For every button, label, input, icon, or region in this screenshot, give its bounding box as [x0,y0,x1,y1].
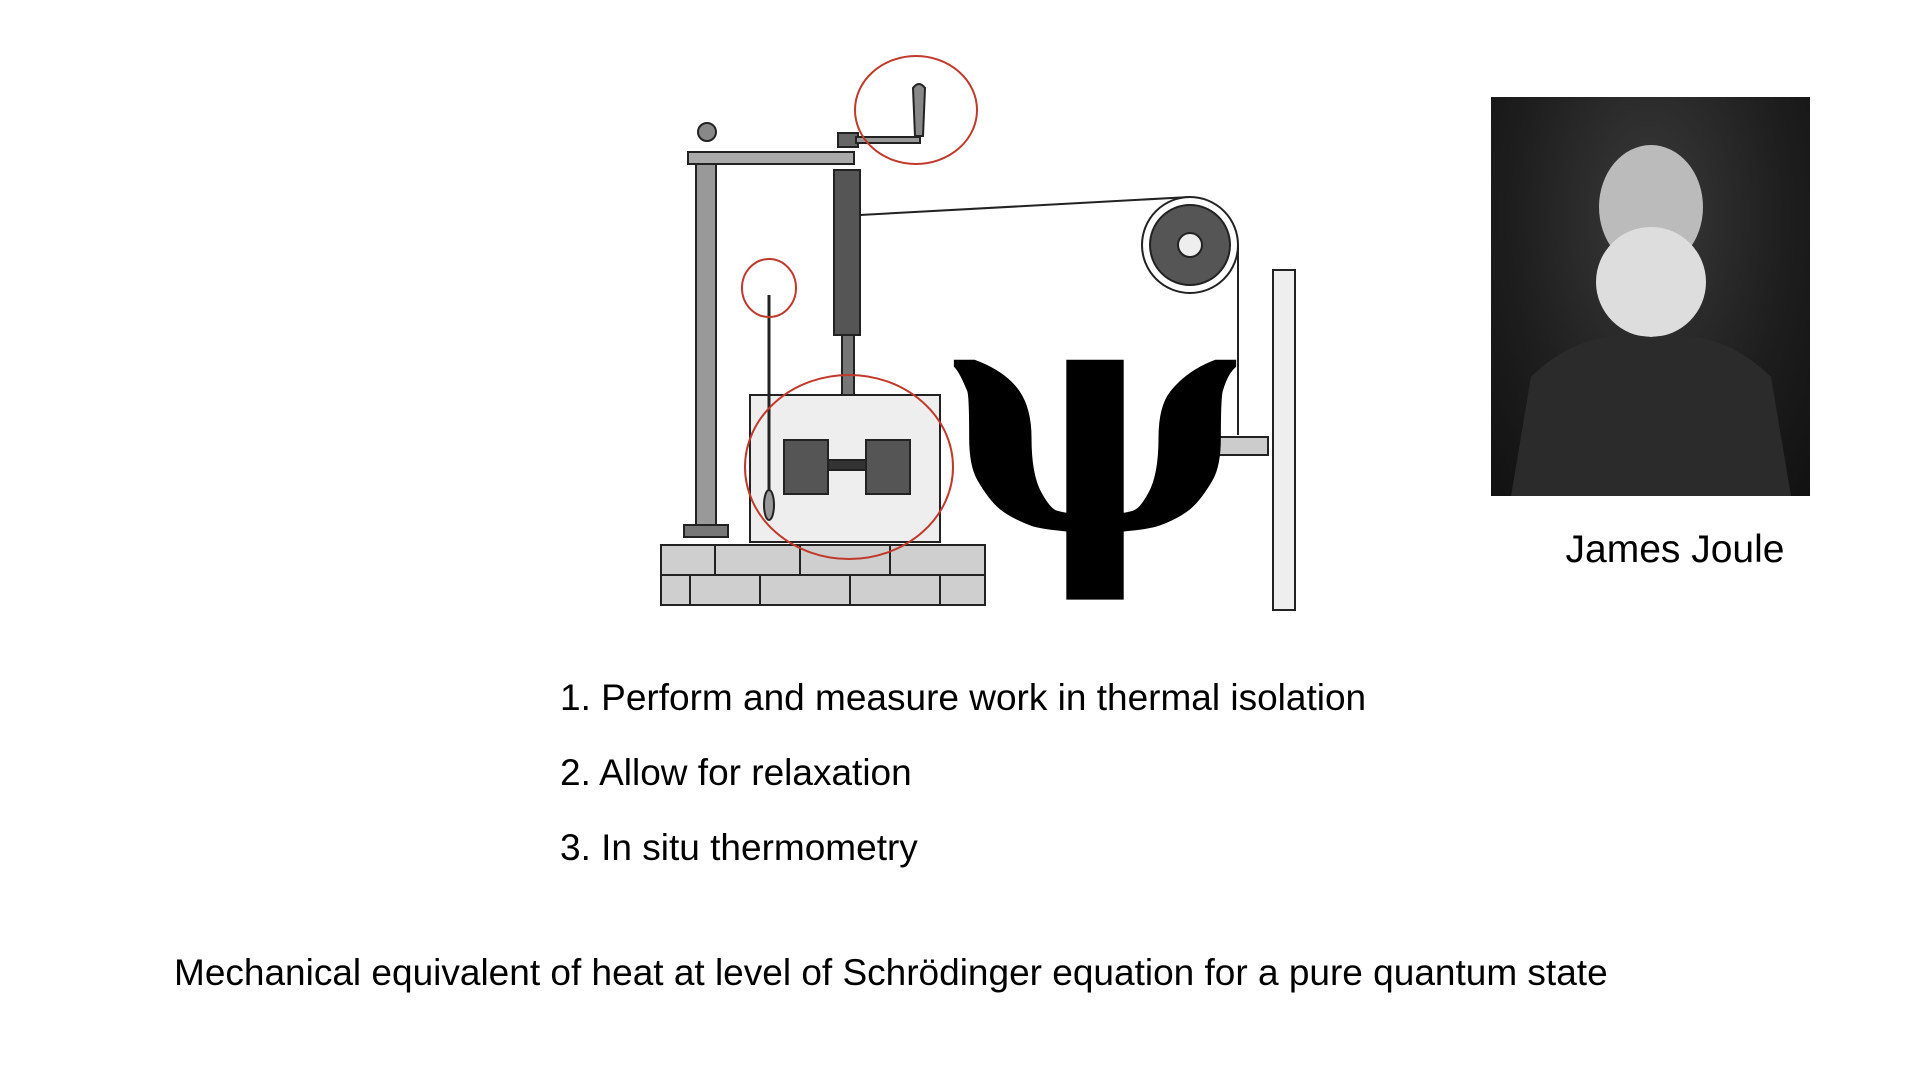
crank-highlight-circle [854,55,978,165]
portrait-caption: James Joule [1565,528,1785,571]
step-2: 2. Allow for relaxation [560,752,912,794]
highlight-circles [741,55,978,560]
psi-symbol: ψ [940,221,1251,609]
step-text: Allow for relaxation [599,752,912,793]
paddle-highlight-circle [744,374,954,560]
step-text: Perform and measure work in thermal isol… [601,677,1367,718]
step-number: 2. [560,752,591,793]
summary-text: Mechanical equivalent of heat at level o… [174,952,1608,993]
james-joule-portrait [1491,97,1810,496]
step-text: In situ thermometry [601,827,918,868]
step-1: 1. Perform and measure work in thermal i… [560,677,1366,719]
apparatus-frame [660,83,1296,611]
step-number: 1. [560,677,591,718]
step-3: 3. In situ thermometry [560,827,918,869]
step-number: 3. [560,827,591,868]
thermometer-highlight-circle [741,258,797,318]
